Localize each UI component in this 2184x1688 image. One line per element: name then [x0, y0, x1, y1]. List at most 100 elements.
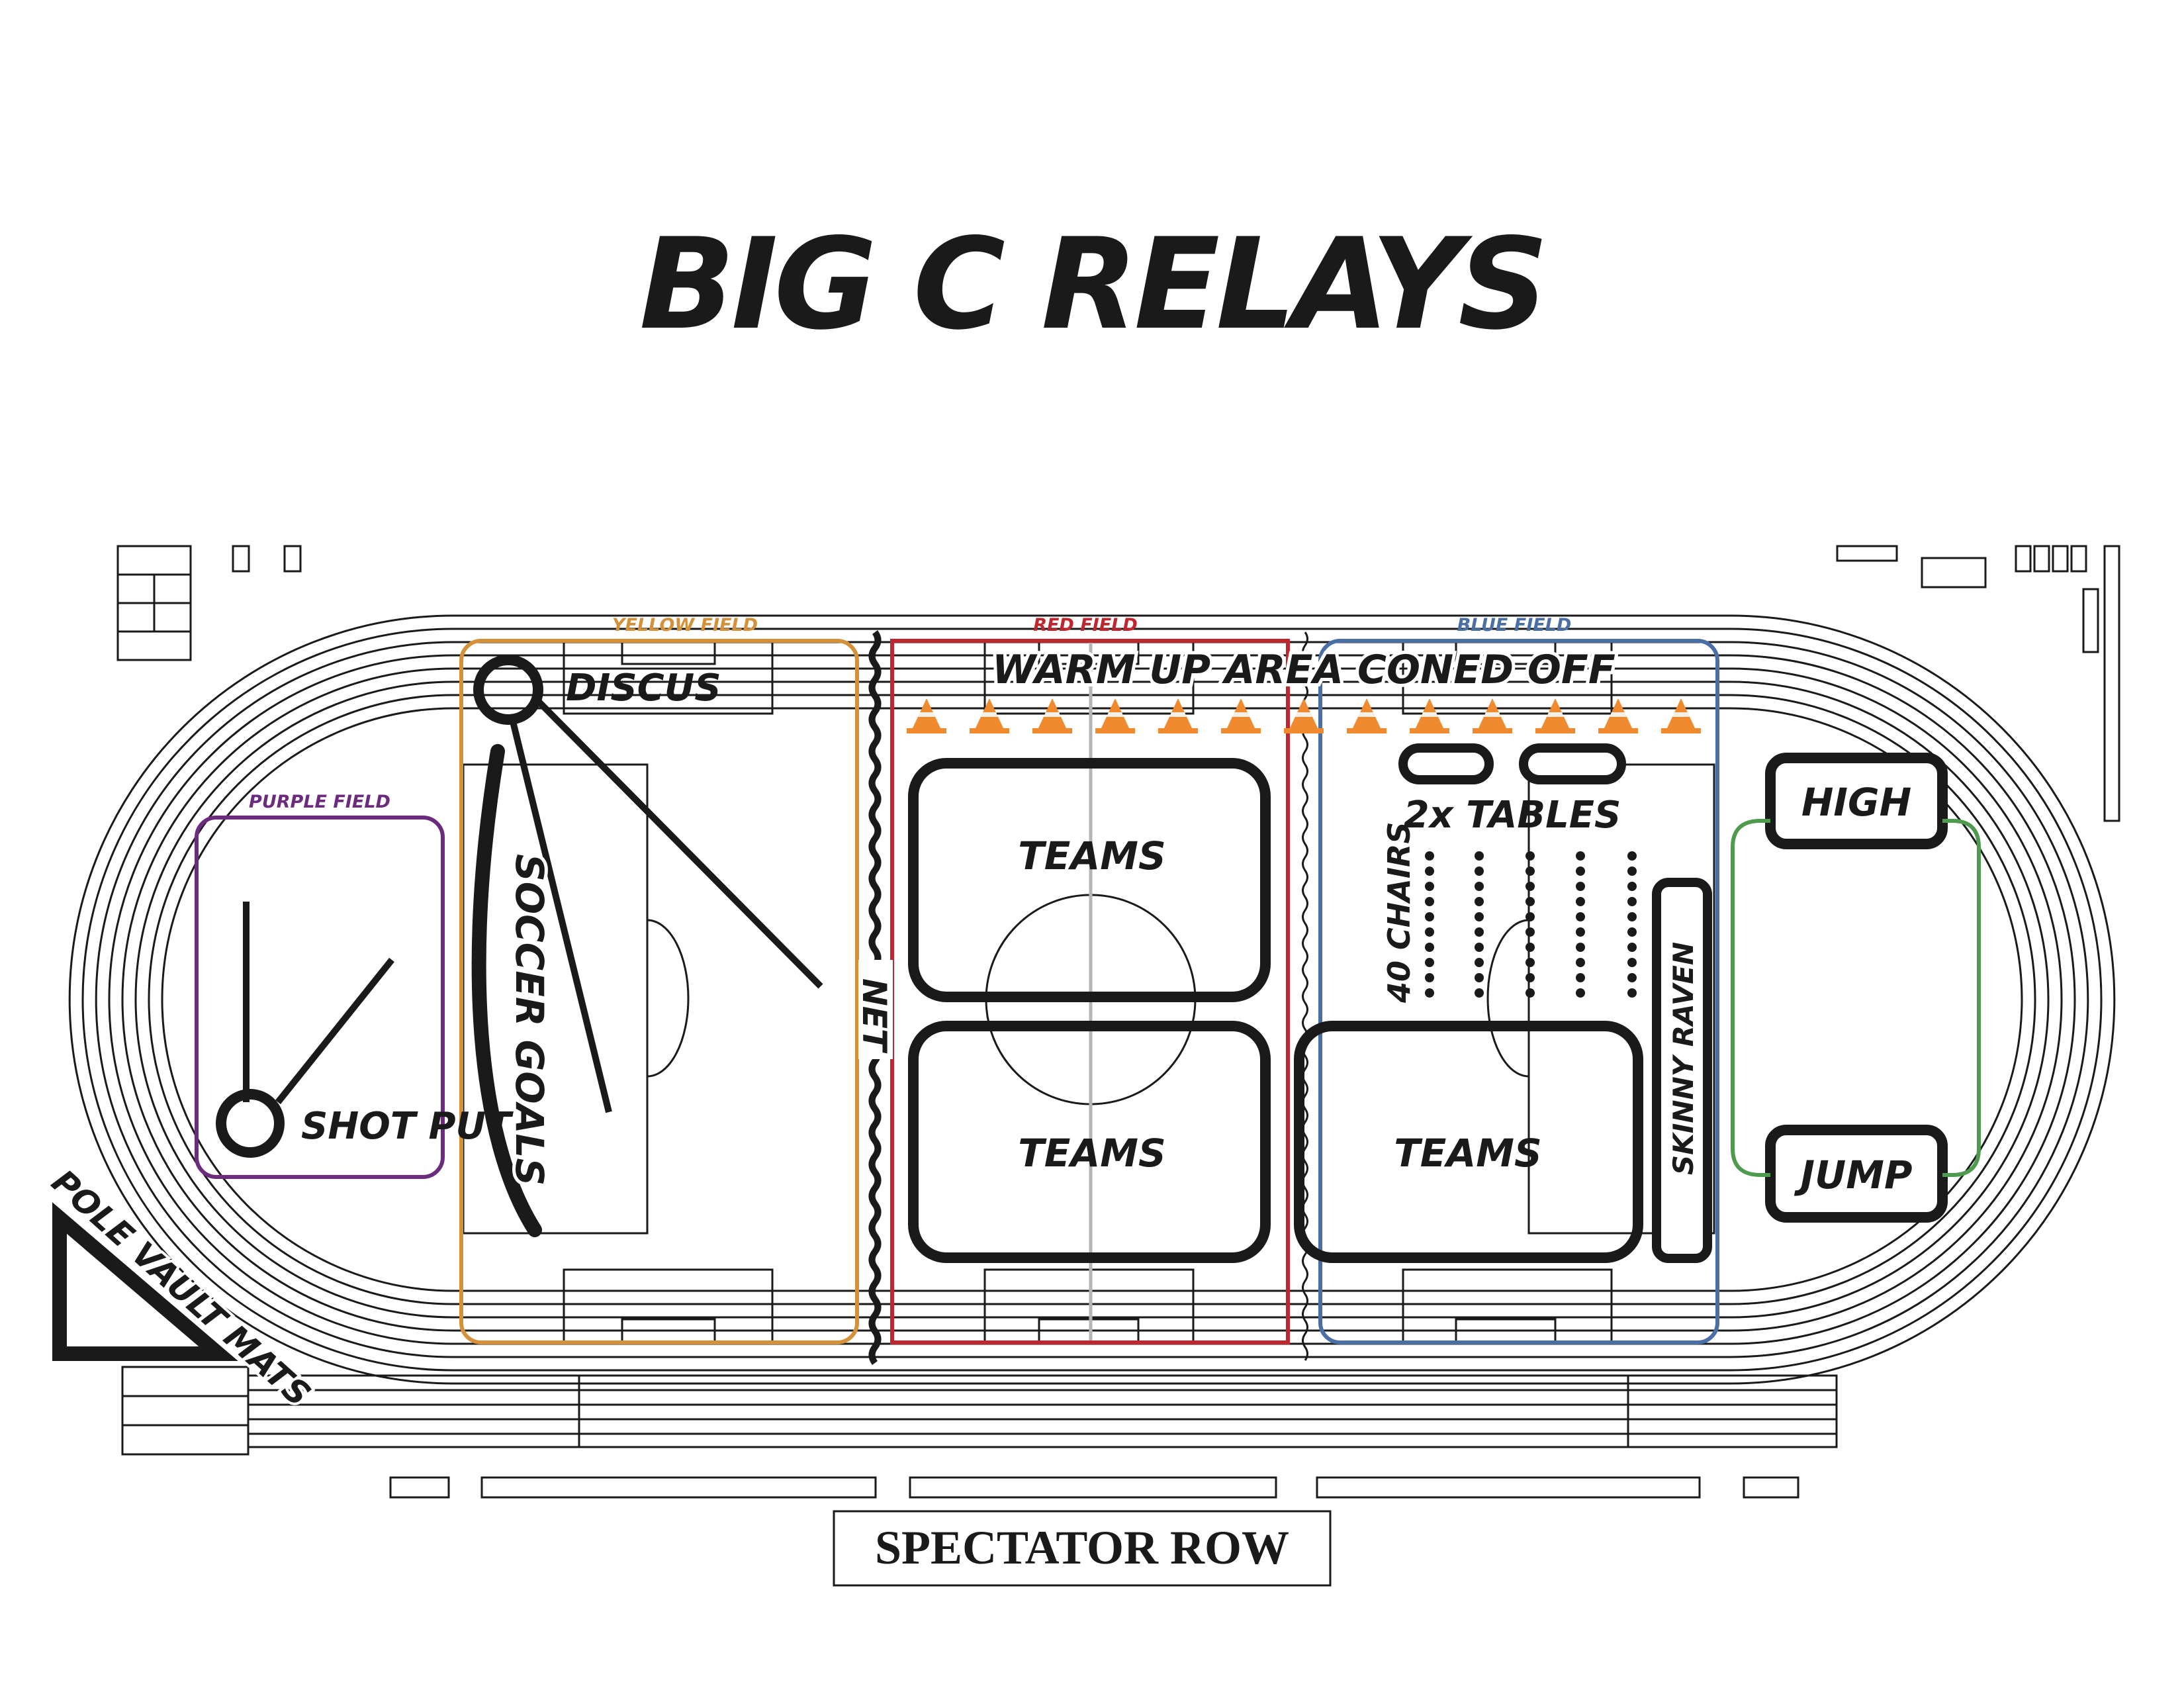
chair: [1475, 882, 1484, 891]
chair: [1576, 973, 1585, 982]
cone-icon: [1661, 698, 1701, 733]
chair: [1627, 912, 1637, 921]
chair: [1627, 851, 1637, 861]
cone-icon: [1284, 698, 1324, 733]
blue-field-outline: [1318, 639, 1719, 1344]
chairs-label: 40 CHAIRS: [1381, 821, 1417, 1004]
table-1: [1398, 743, 1494, 784]
skinny-raven-label: SKINNY RAVEN: [1667, 942, 1700, 1175]
chair: [1627, 867, 1637, 876]
purple-field-outline: [195, 816, 445, 1179]
chair: [1475, 912, 1484, 921]
track-lane: [134, 680, 2050, 1319]
chair: [1425, 851, 1434, 861]
track-lane: [81, 628, 2103, 1372]
cone-icon: [1473, 698, 1512, 733]
chair: [1525, 958, 1535, 967]
teams-box-3: [1294, 1021, 1643, 1263]
finish-box: [121, 1366, 250, 1456]
discus-area: [471, 655, 823, 1237]
chair: [1627, 897, 1637, 906]
skinny-raven-box: [1652, 878, 1712, 1263]
running-track: [68, 614, 2116, 1385]
shot-put-circle: [216, 1089, 285, 1158]
spectator-row-label: SPECTATOR ROW: [875, 1521, 1289, 1574]
red-field-label: RED FIELD: [1033, 615, 1138, 635]
track-lane: [108, 654, 2076, 1345]
chair: [1525, 943, 1535, 952]
chair: [1576, 988, 1585, 998]
cone-icon: [1598, 698, 1638, 733]
chair: [1576, 882, 1585, 891]
chair: [1576, 912, 1585, 921]
chair: [1425, 973, 1434, 982]
cone-icon: [1095, 698, 1135, 733]
team-boxes: [908, 758, 1643, 1263]
discus-circle: [473, 655, 543, 725]
chair: [1627, 958, 1637, 967]
cone-icon: [1032, 698, 1072, 733]
chair: [1475, 867, 1484, 876]
chair: [1525, 988, 1535, 998]
cone-icon: [1158, 698, 1198, 733]
track-lane: [148, 694, 2036, 1305]
cone-icon: [1535, 698, 1575, 733]
warm-up-label: WARM UP AREA CONED OFF: [992, 647, 1615, 693]
building-top-left: [116, 545, 302, 661]
discus-label: DISCUS: [566, 667, 721, 710]
chair: [1425, 958, 1434, 967]
shot-put-label: SHOT PUT: [301, 1105, 514, 1148]
cone-icon: [1410, 698, 1449, 733]
spectator-benches: [389, 1476, 1799, 1499]
jump-label: JUMP: [1794, 1152, 1913, 1197]
chair: [1525, 882, 1535, 891]
chair: [1475, 973, 1484, 982]
chair: [1627, 927, 1637, 937]
chair: [1525, 912, 1535, 921]
chair: [1576, 867, 1585, 876]
chair: [1525, 973, 1535, 982]
yellow-field-outline: [459, 639, 859, 1344]
teams-box-2: [908, 1021, 1271, 1263]
chair: [1627, 943, 1637, 952]
spectator-row-box: [833, 1510, 1332, 1587]
cone-icon: [1347, 698, 1387, 733]
teams-box-1: [908, 758, 1271, 1002]
chair: [1576, 958, 1585, 967]
chair: [1475, 897, 1484, 906]
shot-put-area: [216, 902, 394, 1158]
table-2: [1519, 743, 1626, 784]
chair: [1425, 988, 1434, 998]
chair: [1576, 927, 1585, 937]
cone-icon: [907, 698, 946, 733]
cones-row: [907, 698, 1701, 733]
track-lane: [95, 641, 2089, 1358]
chair: [1475, 927, 1484, 937]
purple-field-label: PURPLE FIELD: [249, 792, 390, 812]
chair: [1576, 851, 1585, 861]
chair: [1627, 988, 1637, 998]
chair: [1627, 882, 1637, 891]
soccer-goals-label: SOCCER GOALS: [507, 854, 552, 1186]
chair: [1425, 882, 1434, 891]
teams-label-2: TEAMS: [1018, 1131, 1166, 1176]
high-label: HIGH: [1801, 780, 1911, 825]
chair: [1475, 943, 1484, 952]
green-field-path: [1731, 819, 1981, 1177]
high-box: [1765, 753, 1948, 849]
chair: [1425, 943, 1434, 952]
net-label: NET: [855, 978, 893, 1054]
chair: [1425, 912, 1434, 921]
track-lane: [121, 667, 2063, 1332]
chair: [1475, 851, 1484, 861]
yellow-field-label: YELLOW FIELD: [612, 615, 758, 635]
finish-straight: [121, 1374, 1838, 1448]
chair: [1525, 851, 1535, 861]
chair: [1475, 958, 1484, 967]
tables-label: 2x TABLES: [1404, 794, 1621, 837]
chair: [1627, 973, 1637, 982]
chair: [1425, 927, 1434, 937]
chair: [1525, 927, 1535, 937]
blue-field-label: BLUE FIELD: [1457, 615, 1572, 635]
track-lane: [68, 614, 2116, 1385]
